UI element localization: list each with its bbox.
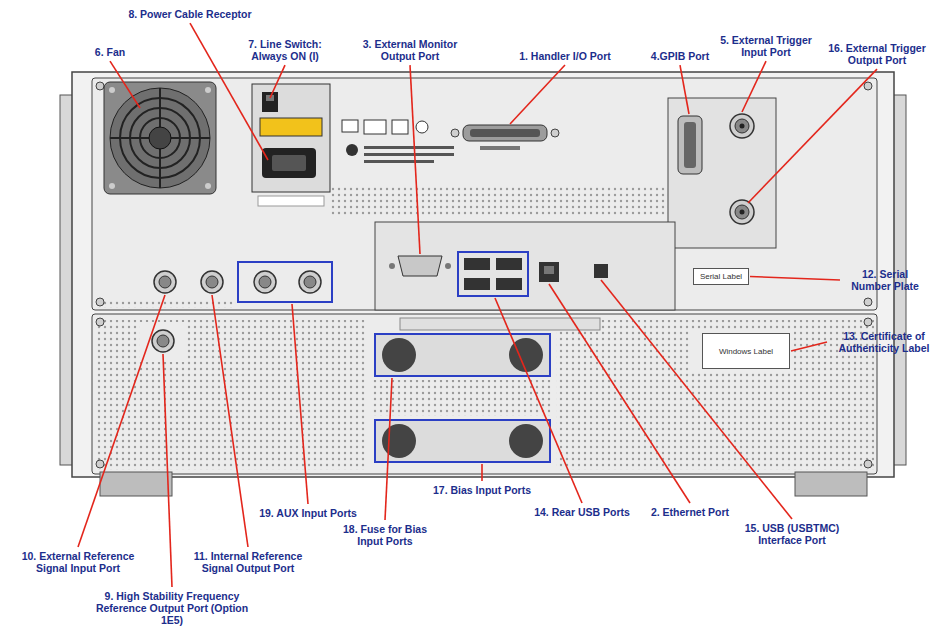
vent (372, 380, 552, 416)
leader-line (742, 61, 766, 112)
screws (96, 82, 872, 468)
leader-line (791, 342, 827, 351)
callout-label: 4.GPIB Port (648, 50, 712, 62)
label-plate: Windows Label (702, 333, 790, 369)
power-module (252, 84, 330, 206)
vent (96, 300, 236, 308)
callout-label: 7. Line Switch: Always ON (I) (236, 38, 334, 62)
callout-label: 9. High Stability Frequency Reference Ou… (90, 590, 255, 626)
gpib-connector (678, 116, 702, 174)
callout-label: 11. Internal Reference Signal Output Por… (183, 550, 313, 574)
leader-line (270, 65, 285, 98)
upper-panel (92, 78, 877, 310)
vent (556, 320, 874, 470)
regulatory-marks (342, 120, 454, 163)
chassis (72, 72, 894, 477)
plate-text: Windows Label (719, 347, 773, 356)
interface-plate (668, 98, 776, 248)
vent (96, 320, 366, 470)
bias-ports (375, 318, 600, 462)
callout-label: 13. Certificate of Authenticity Label (830, 330, 938, 354)
callout-label: 14. Rear USB Ports (528, 506, 636, 518)
leader-line (680, 65, 689, 114)
leader-line (748, 69, 877, 203)
callout-label: 2. Ethernet Port (640, 506, 740, 518)
callout-label: 5. External Trigger Input Port (716, 34, 816, 58)
callout-label: 3. External Monitor Output Port (350, 38, 470, 62)
leader-line (78, 295, 165, 547)
monitor-connector (389, 256, 451, 276)
callout-label: 16. External Trigger Output Port (818, 42, 936, 66)
leader-line (163, 354, 172, 587)
usb-ports (458, 252, 528, 296)
leader-line (212, 295, 248, 547)
callout-label: 19. AUX Input Ports (251, 507, 366, 519)
callout-label: 12. Serial Number Plate (843, 268, 927, 292)
plate-text: Serial Label (700, 272, 742, 281)
leader-line (495, 298, 582, 503)
leader-line (110, 61, 140, 108)
leader-line (385, 378, 392, 520)
io-plate (375, 222, 675, 310)
lower-panel (92, 314, 877, 474)
vent (330, 186, 670, 216)
foot (795, 472, 867, 496)
handler-connector (463, 125, 547, 150)
foot (100, 472, 172, 496)
reference-bnc (152, 262, 332, 352)
leader-line (410, 65, 420, 254)
callout-label: 10. External Reference Signal Input Port (8, 550, 148, 574)
leader-line (292, 304, 308, 504)
callout-label: 8. Power Cable Receptor (115, 8, 265, 20)
leader-line (510, 65, 565, 124)
callout-label: 17. Bias Input Ports (422, 484, 542, 496)
label-ground (690, 330, 794, 372)
callout-label: 6. Fan (80, 46, 140, 58)
usbtmc-port (594, 264, 608, 278)
fan (104, 82, 216, 194)
ethernet-port (539, 262, 559, 282)
bnc-connector (730, 114, 754, 224)
callout-label: 18. Fuse for Bias Input Ports (333, 523, 438, 547)
leader-line (750, 277, 840, 281)
leader-line (481, 464, 483, 481)
callout-label: 15. USB (USBTMC) Interface Port (736, 522, 848, 546)
leader-line (549, 284, 690, 503)
callout-label: 1. Handler I/O Port (503, 50, 628, 62)
leader-line (601, 280, 792, 519)
label-plate: Serial Label (693, 268, 749, 285)
